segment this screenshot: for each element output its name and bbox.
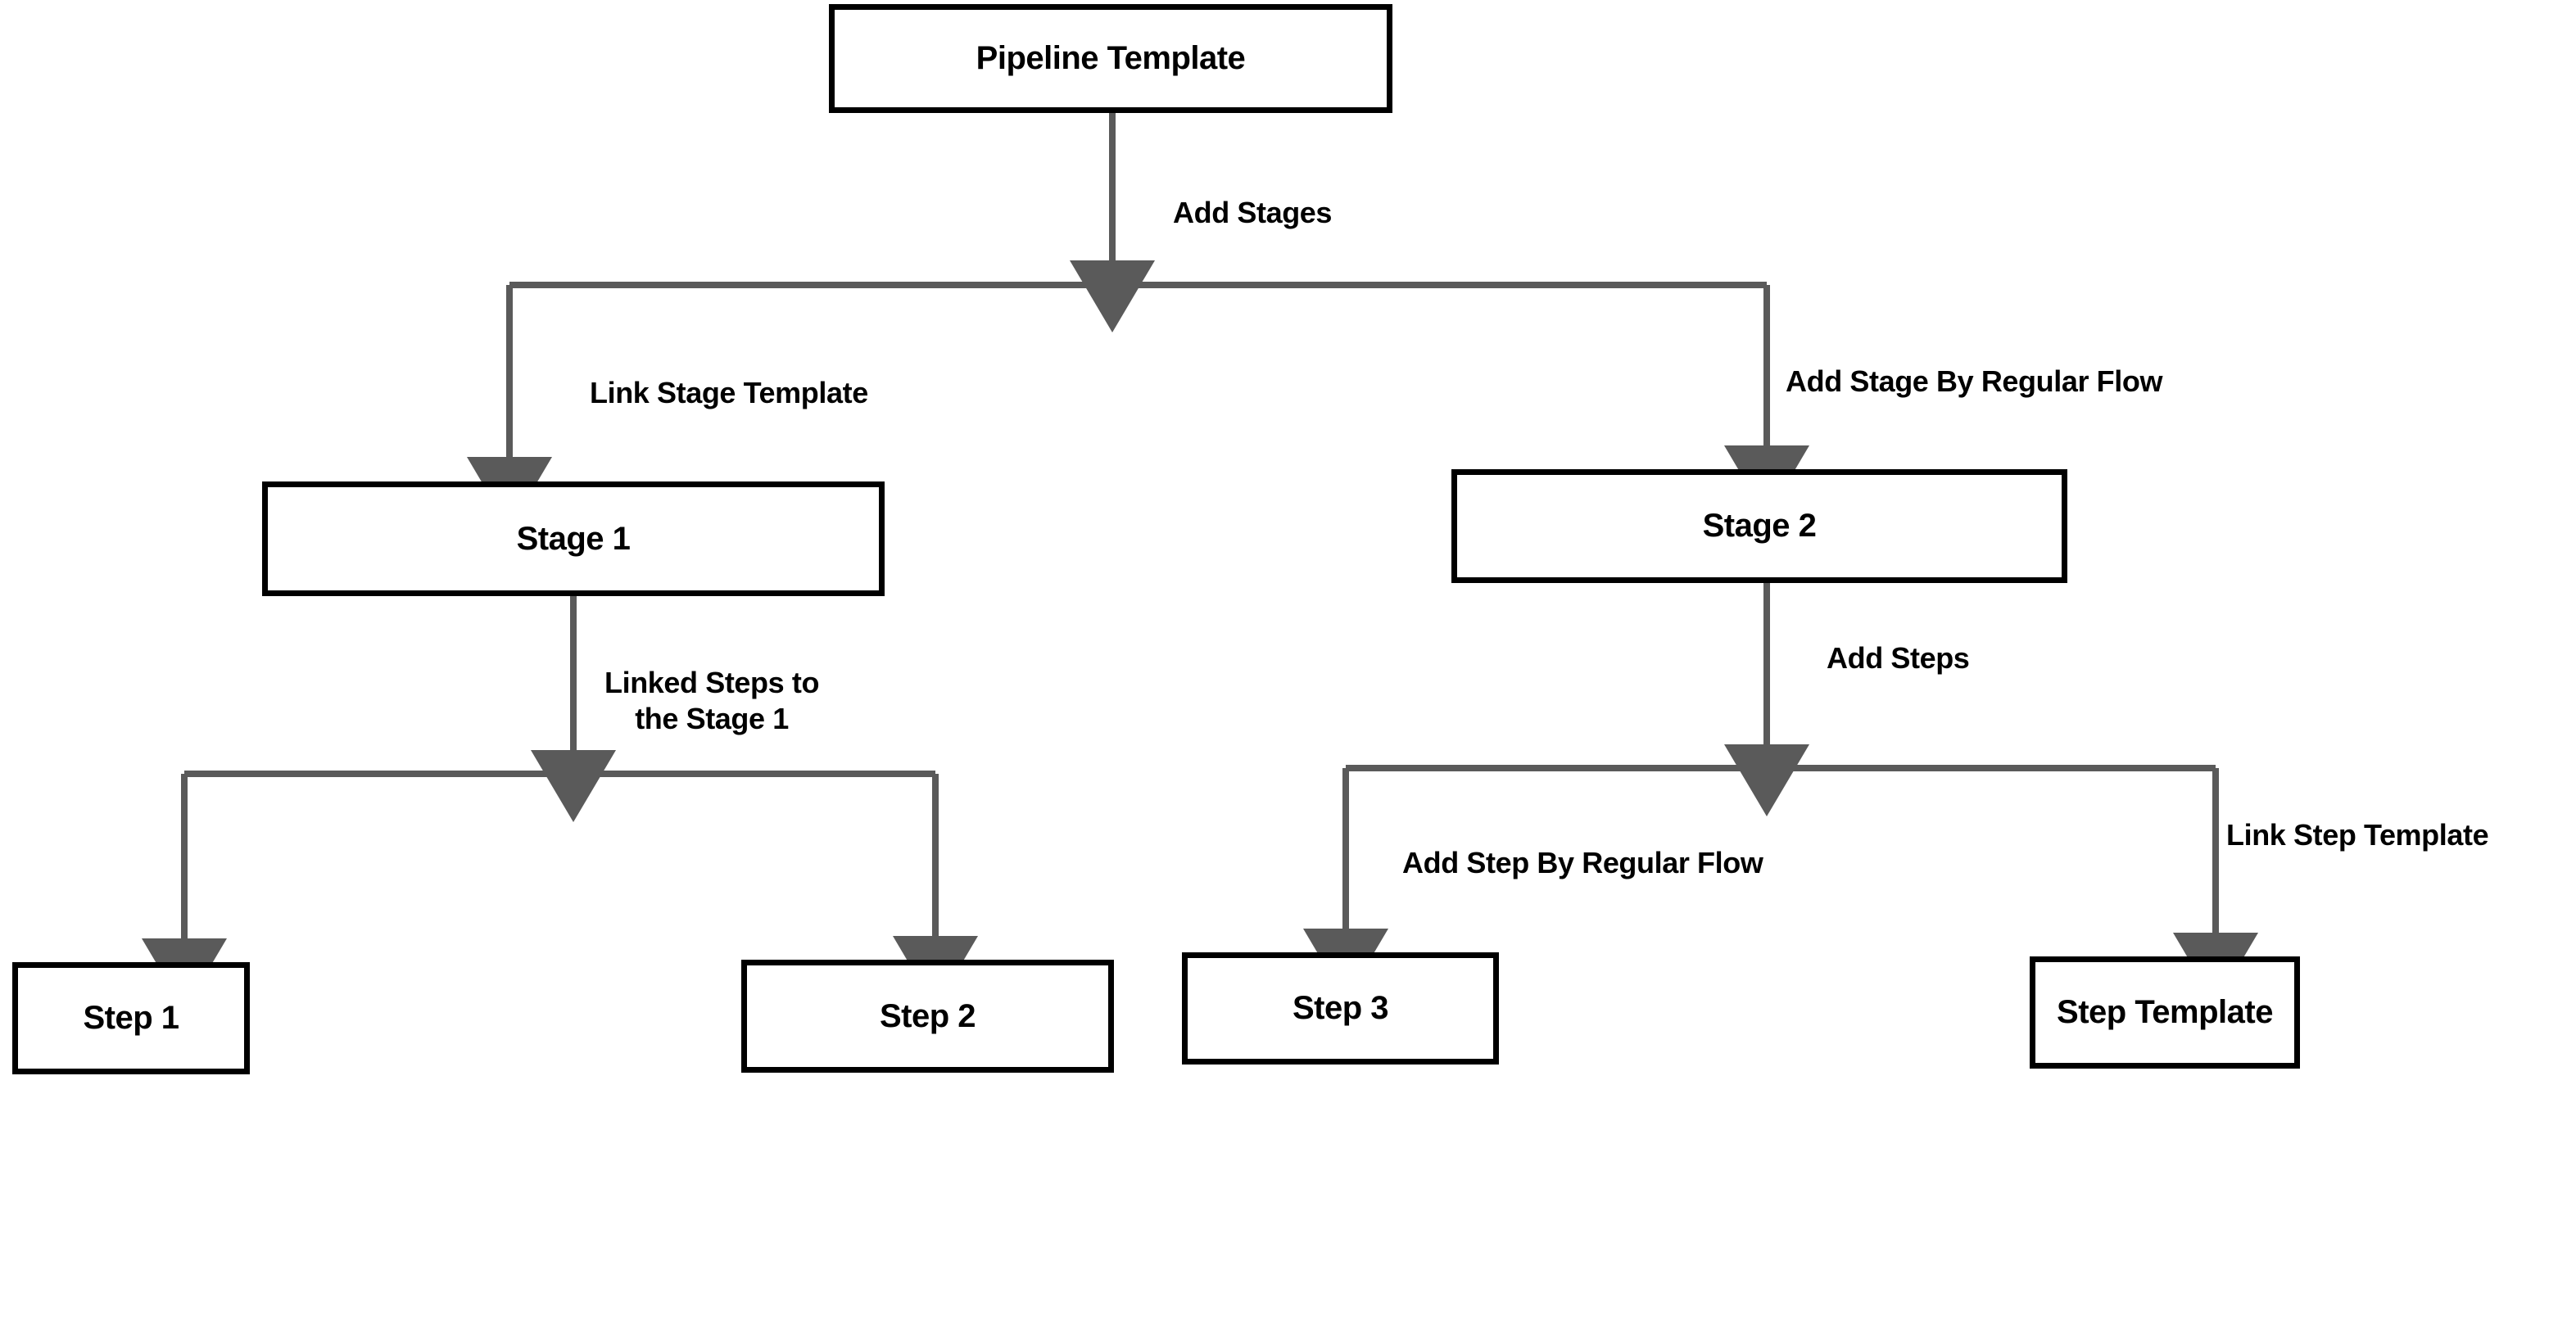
- edge-label-add-stages: Add Stages: [1173, 196, 1333, 229]
- node-step-3-label: Step 3: [1292, 990, 1389, 1026]
- edge-label-link-stage-template: Link Stage Template: [590, 376, 868, 409]
- edge-label-link-step-template: Link Step Template: [2226, 818, 2489, 852]
- edge-label-add-stage-by-regular-flow: Add Stage By Regular Flow: [1786, 364, 2163, 398]
- node-step-template[interactable]: Step Template: [2030, 956, 2300, 1069]
- edge-label-add-steps: Add Steps: [1827, 641, 1970, 675]
- node-step-1[interactable]: Step 1: [12, 962, 250, 1074]
- node-step-2-label: Step 2: [879, 997, 976, 1034]
- node-step-1-label: Step 1: [83, 1000, 179, 1036]
- node-pipeline-template[interactable]: Pipeline Template: [829, 4, 1392, 113]
- node-stage-1-label: Stage 1: [516, 520, 631, 557]
- edge-label-add-step-by-regular-flow: Add Step By Regular Flow: [1402, 846, 1763, 879]
- node-pipeline-template-label: Pipeline Template: [976, 40, 1246, 76]
- node-stage-2-label: Stage 2: [1702, 508, 1817, 544]
- node-step-2[interactable]: Step 2: [741, 960, 1114, 1073]
- node-step-template-label: Step Template: [2057, 994, 2273, 1030]
- node-stage-2[interactable]: Stage 2: [1451, 469, 2067, 583]
- node-stage-1[interactable]: Stage 1: [262, 481, 885, 596]
- node-step-3[interactable]: Step 3: [1182, 952, 1499, 1065]
- edge-label-linked-steps-to-stage-1: Linked Steps to the Stage 1: [604, 666, 820, 735]
